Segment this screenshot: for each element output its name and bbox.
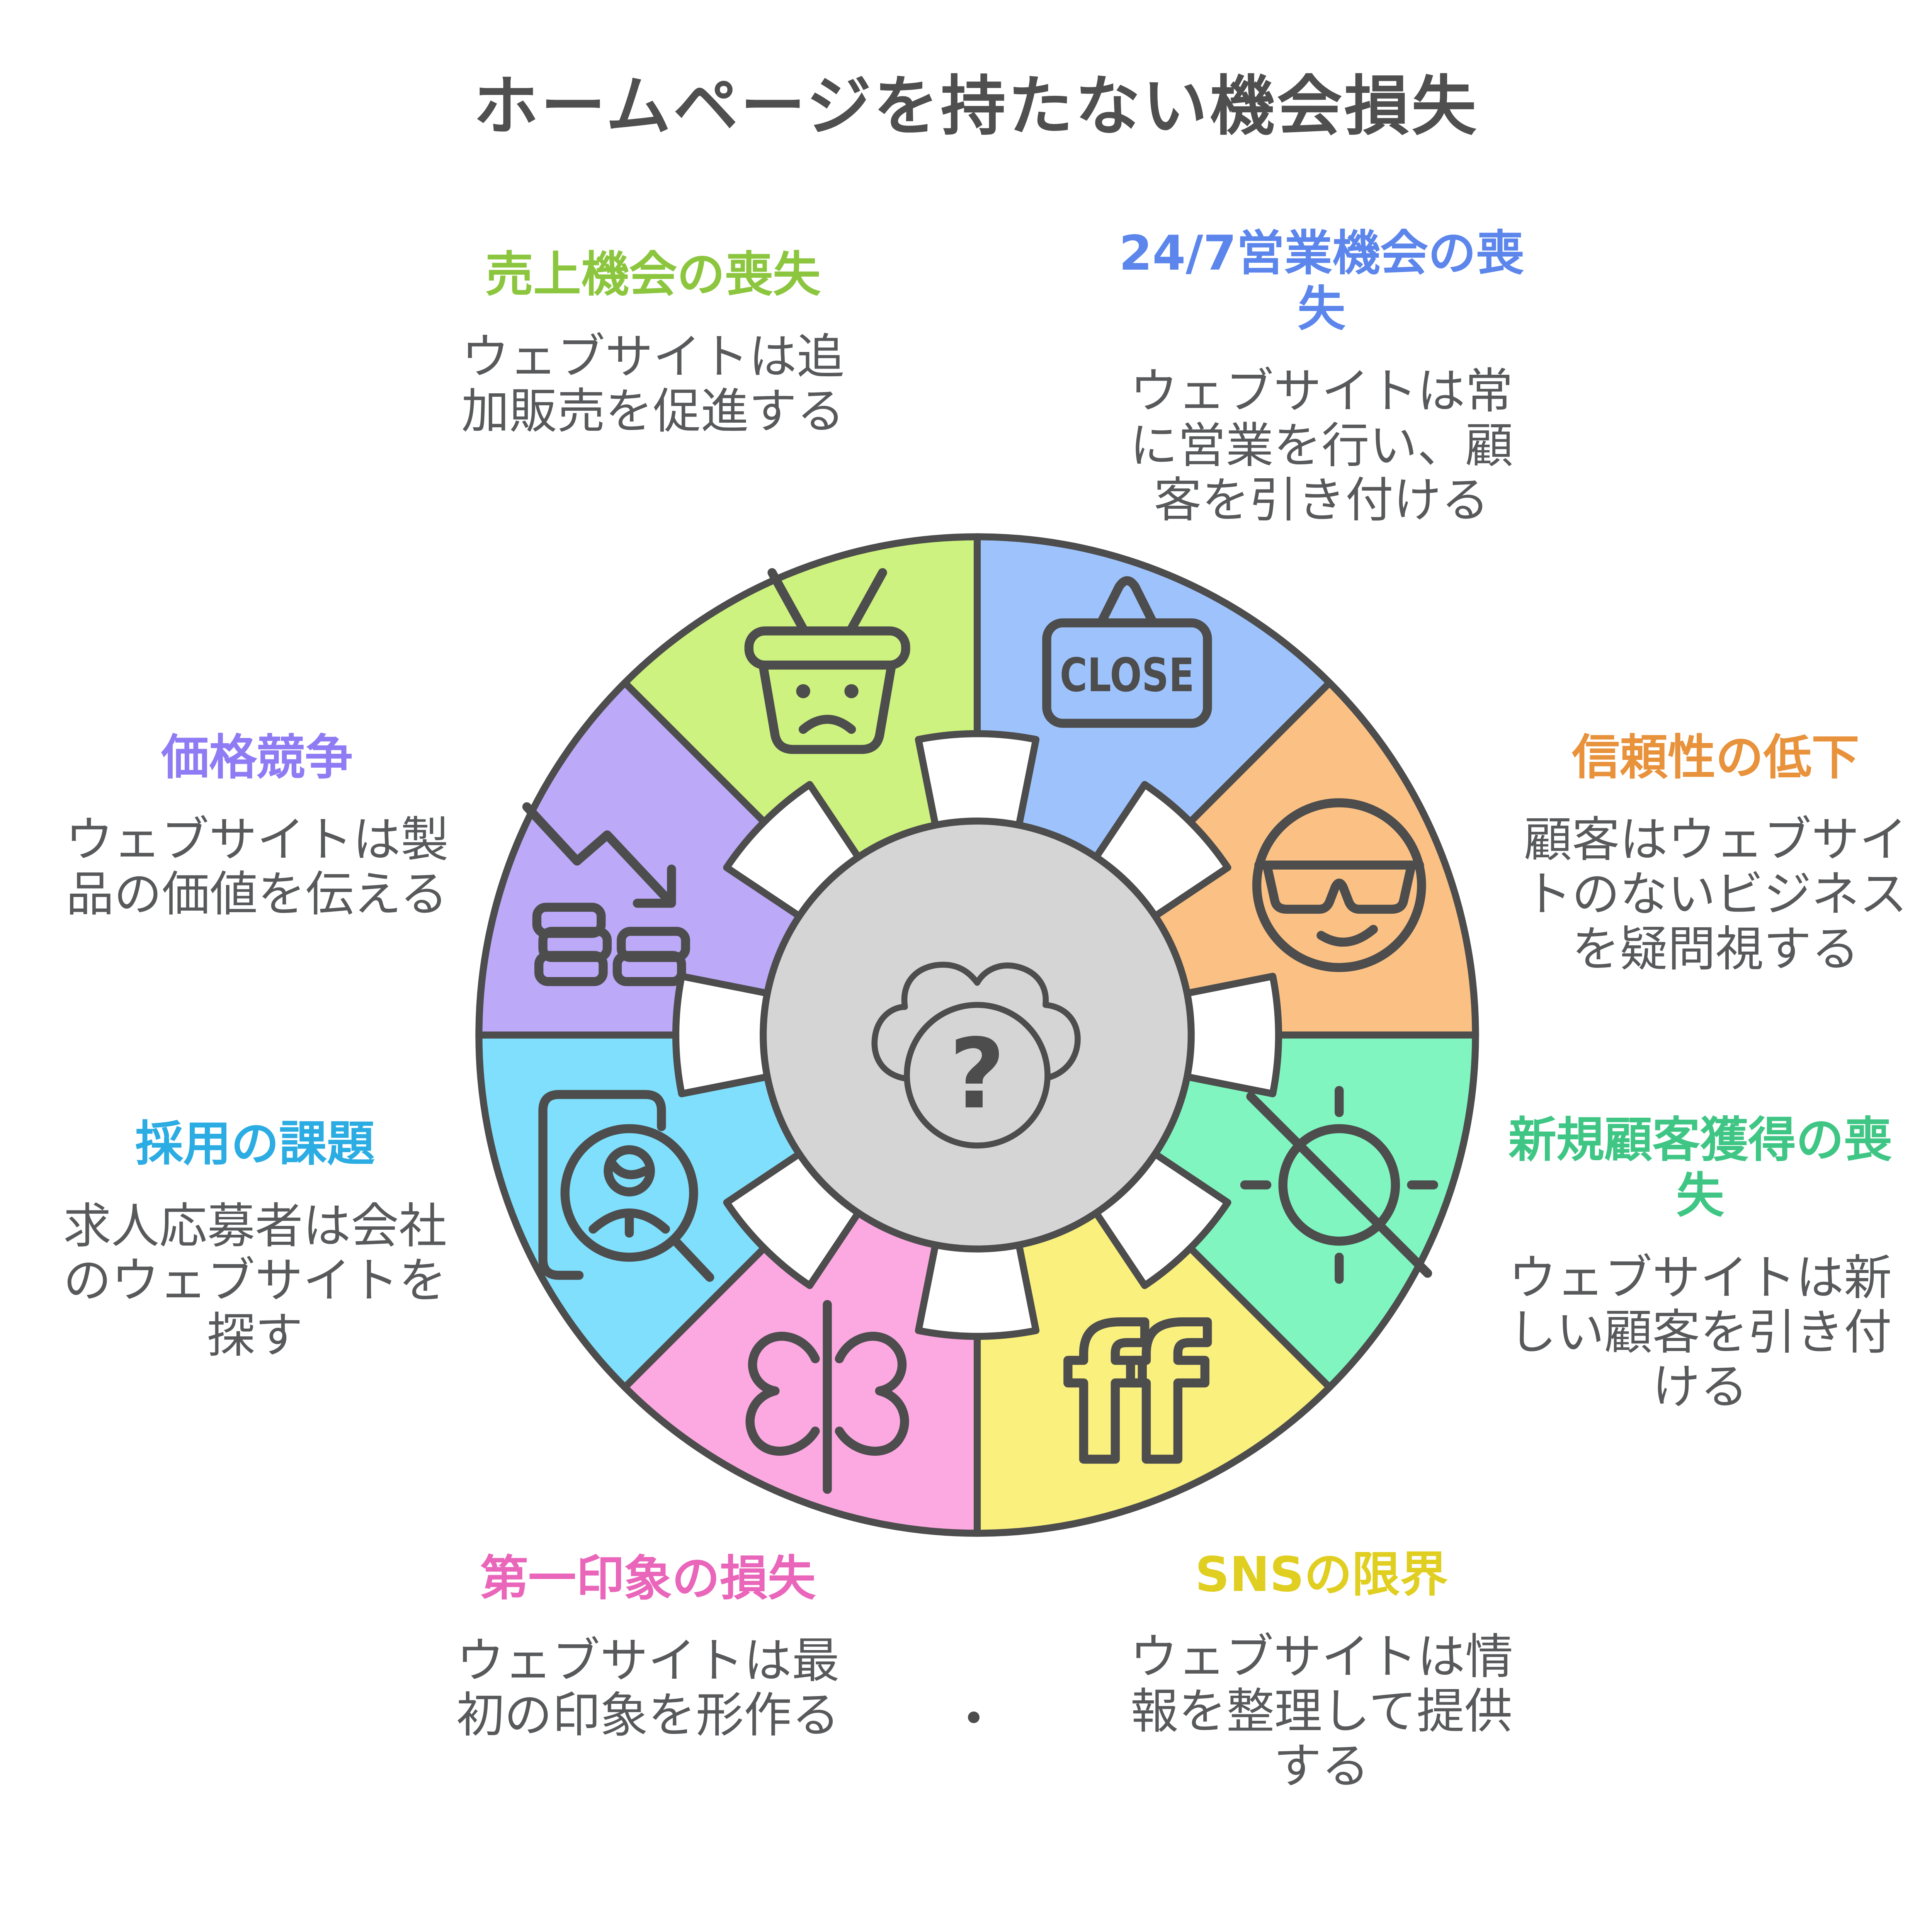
section-recruiting-body: 求人応募者は会社 のウェブサイトを 探す	[63, 1198, 447, 1363]
price-drop-icon	[522, 802, 690, 986]
svg-text:ff: ff	[1065, 1292, 1209, 1502]
section-recruiting: 採用の課題 求人応募者は会社 のウェブサイトを 探す	[4, 1116, 506, 1363]
opportunity-wheel: CLOSE ff	[475, 533, 1479, 1537]
section-sns: SNSの限界 ウェブサイトは情 報を整理して提供 する	[1070, 1547, 1573, 1794]
section-sns-body: ウェブサイトは情 報を整理して提供 する	[1129, 1629, 1513, 1794]
sad-basket-icon	[744, 568, 910, 754]
section-first-impression: 第一印象の損失 ウェブサイトは最 初の印象を形作る	[397, 1551, 899, 1743]
section-recruiting-title: 採用の課題	[135, 1116, 375, 1172]
sunglasses-face-icon	[1252, 798, 1426, 972]
section-sales: 売上機会の喪失 ウェブサイトは追 加販売を促進する	[402, 247, 904, 439]
section-price-body: ウェブサイトは製 品の価値を伝える	[65, 812, 449, 923]
stray-dot	[968, 1712, 980, 1723]
section-new-customers-body: ウェブサイトは新 しい顧客を引き付 ける	[1508, 1250, 1892, 1415]
section-trust-title: 信頼性の低下	[1571, 730, 1859, 785]
butterfly-icon	[745, 1300, 909, 1494]
section-first-impression-body: ウェブサイトは最 初の印象を形作る	[456, 1633, 840, 1744]
section-price-title: 価格競争	[161, 730, 353, 785]
section-new-customers-title: 新規顧客獲得の喪 失	[1508, 1112, 1892, 1224]
section-trust: 信頼性の低下 顧客はウェブサイ トのないビジネス を疑問視する	[1464, 730, 1932, 977]
svg-text:?: ?	[949, 1018, 1005, 1130]
section-sns-title: SNSの限界	[1195, 1547, 1448, 1603]
section-price: 価格競争 ウェブサイトは製 品の価値を伝える	[6, 730, 508, 922]
section-trust-body: 顧客はウェブサイ トのないビジネス を疑問視する	[1524, 812, 1907, 977]
page-title: ホームページを持たない機会損失	[473, 68, 1479, 144]
section-first-impression-title: 第一印象の損失	[480, 1551, 816, 1606]
wheel-center: ?	[760, 818, 1195, 1253]
section-new-customers: 新規顧客獲得の喪 失 ウェブサイトは新 しい顧客を引き付 ける	[1449, 1112, 1932, 1415]
no-sun-icon	[1240, 1086, 1438, 1284]
section-always-open: 24/7営業機会の喪 失 ウェブサイトは常 に営業を行い、顧 客を引き付ける	[1070, 226, 1573, 528]
cloud-question-icon: ?	[871, 962, 1081, 1149]
section-sales-body: ウェブサイトは追 加販売を促進する	[461, 329, 845, 440]
section-sales-title: 売上機会の喪失	[485, 247, 821, 303]
svg-text:CLOSE: CLOSE	[1060, 649, 1194, 702]
section-always-open-body: ウェブサイトは常 に営業を行い、顧 客を引き付ける	[1129, 363, 1513, 529]
candidate-search-icon	[538, 1090, 714, 1282]
ff-icon: ff	[1060, 1287, 1230, 1506]
close-sign-icon: CLOSE	[1042, 576, 1212, 728]
section-always-open-title: 24/7営業機会の喪 失	[1119, 226, 1524, 337]
